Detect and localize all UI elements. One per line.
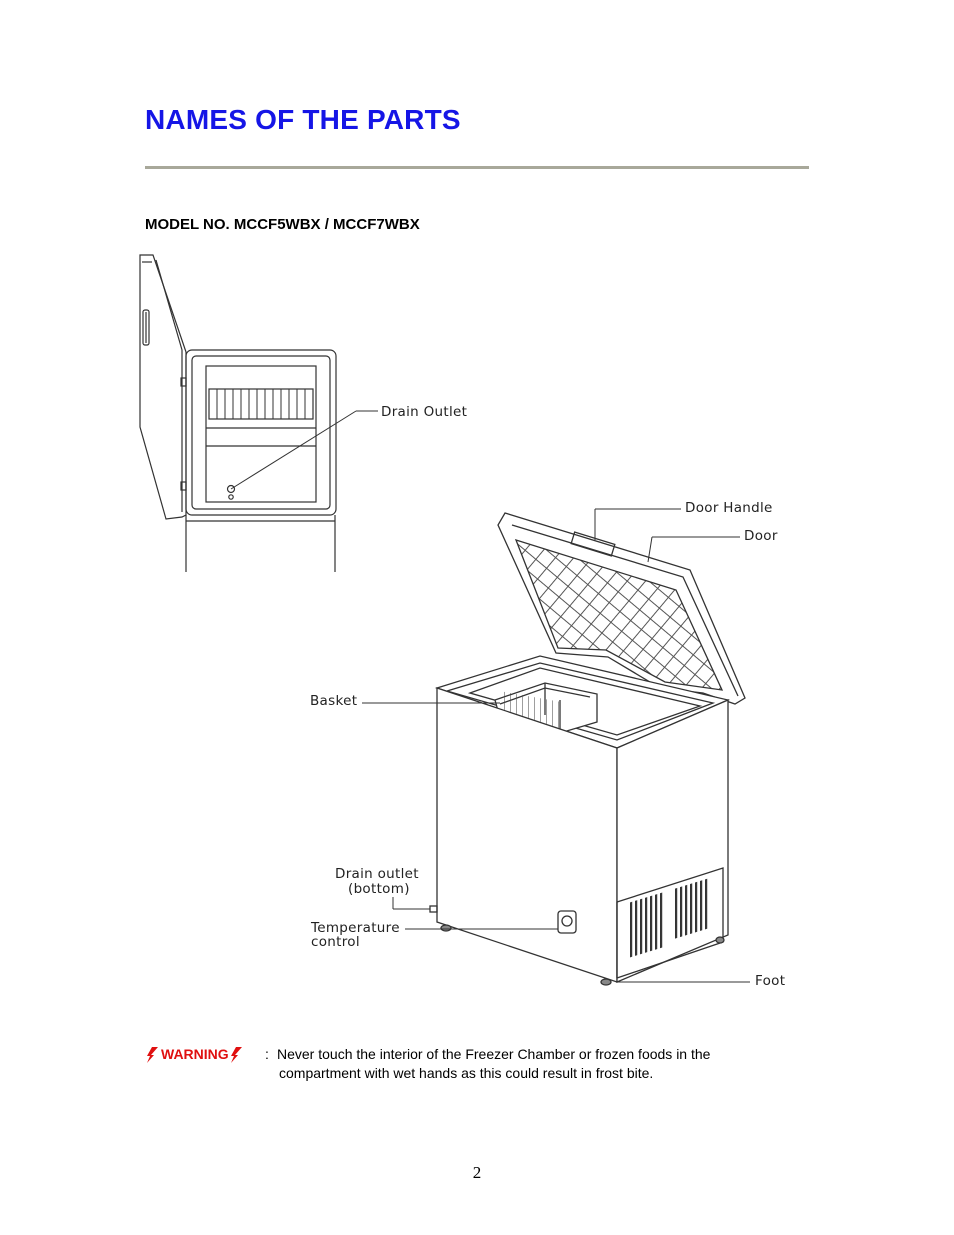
- label-drain-outlet: Drain Outlet: [381, 404, 468, 420]
- warning-label: WARNING: [161, 1046, 229, 1062]
- label-door: Door: [744, 528, 778, 544]
- label-foot: Foot: [755, 973, 786, 989]
- label-basket: Basket: [310, 693, 358, 709]
- label-door-handle: Door Handle: [685, 500, 773, 516]
- warning-text-line1: Never touch the interior of the Freezer …: [277, 1046, 711, 1062]
- label-drain-outlet-bottom-1: Drain outlet: [335, 866, 419, 882]
- main-view: [429, 512, 746, 986]
- page-number: 2: [472, 1163, 482, 1182]
- label-drain-outlet-bottom-2: (bottom): [348, 881, 410, 897]
- lightning-bolt-icon: [230, 1047, 242, 1064]
- warning-note: WARNING : Never touch the interior of th…: [145, 1045, 765, 1081]
- model-number: MODEL NO. MCCF5WBX / MCCF7WBX: [145, 216, 420, 233]
- label-temperature-2: control: [311, 934, 360, 950]
- page-title: NAMES OF THE PARTS: [145, 104, 461, 135]
- warning-text-line2: compartment with wet hands as this could…: [279, 1065, 654, 1081]
- section-divider: [145, 166, 809, 169]
- label-temperature-1: Temperature: [311, 920, 400, 936]
- lightning-bolt-icon: [147, 1047, 158, 1064]
- warning-separator: :: [265, 1046, 269, 1062]
- side-view: [139, 254, 337, 572]
